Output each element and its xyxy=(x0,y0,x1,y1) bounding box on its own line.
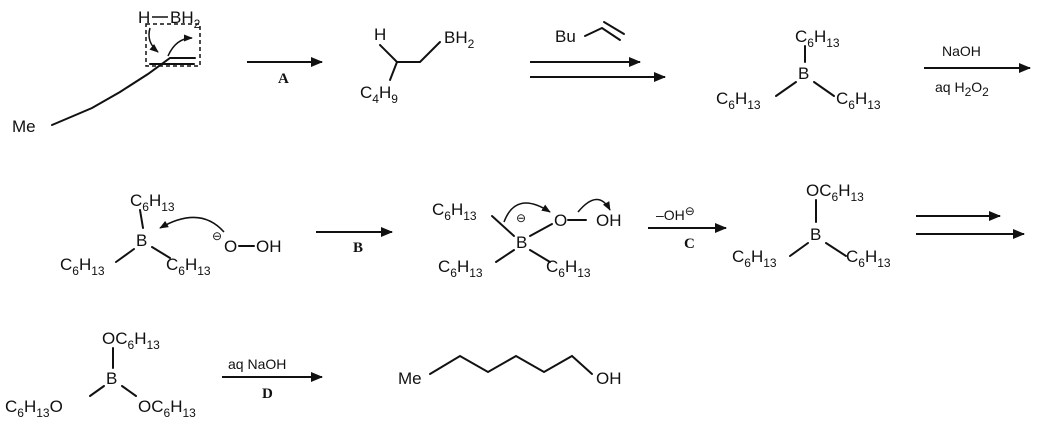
curved-arrow xyxy=(503,202,551,223)
curved-arrow xyxy=(159,216,225,233)
borate-complex: B ⊖ C6H13 C6H13 C6H13 O OH xyxy=(432,198,622,280)
svg-text:OC6H13: OC6H13 xyxy=(102,329,160,352)
svg-text:C6H13: C6H13 xyxy=(130,191,175,214)
hydrogen-label: H xyxy=(138,8,150,27)
svg-text:C6H13: C6H13 xyxy=(60,255,105,278)
svg-text:C6H13: C6H13 xyxy=(716,89,761,112)
curved-arrow xyxy=(167,34,193,57)
svg-text:Bu: Bu xyxy=(555,27,576,46)
svg-text:⊖: ⊖ xyxy=(516,211,526,225)
methyl-label: Me xyxy=(12,117,36,136)
borane-peroxide-attack: B C6H13 C6H13 C6H13 ⊖ O OH xyxy=(60,191,282,278)
svg-text:O: O xyxy=(224,237,237,256)
svg-text:B: B xyxy=(798,64,809,83)
svg-text:Me: Me xyxy=(398,369,422,388)
svg-text:C6H13: C6H13 xyxy=(432,200,477,223)
svg-text:B: B xyxy=(516,233,527,252)
svg-text:OC6H13: OC6H13 xyxy=(806,181,864,204)
reagent-aq-h2o2: aq H2O2 xyxy=(935,79,989,99)
trihexyl-borate: B OC6H13 C6H13O OC6H13 xyxy=(5,329,196,420)
curved-arrow xyxy=(577,198,611,213)
svg-text:OH: OH xyxy=(596,211,622,230)
svg-text:H: H xyxy=(374,25,386,44)
reagent-naoh: NaOH xyxy=(942,43,981,59)
alkylborane: H BH2 C4H9 xyxy=(360,25,475,106)
svg-text:B: B xyxy=(106,369,117,388)
svg-text:C6H13: C6H13 xyxy=(546,257,591,280)
svg-text:OH: OH xyxy=(596,369,622,388)
hexanol: Me OH xyxy=(398,354,622,388)
curved-arrow xyxy=(148,27,159,53)
borane-label: BH2 xyxy=(170,8,201,31)
svg-text:C6H13: C6H13 xyxy=(795,27,840,50)
hexene-borane-complex: Me H BH2 xyxy=(12,8,201,136)
svg-text:C4H9: C4H9 xyxy=(360,83,398,106)
svg-text:C6H13: C6H13 xyxy=(732,247,777,270)
svg-text:C6H13O: C6H13O xyxy=(5,397,63,420)
svg-text:B: B xyxy=(810,225,821,244)
reagent-minus-oh: –OH⊖ xyxy=(656,204,695,223)
svg-text:B: B xyxy=(136,231,147,250)
second-hydroboration: Bu xyxy=(530,21,666,82)
svg-text:OH: OH xyxy=(256,237,282,256)
svg-text:BH2: BH2 xyxy=(444,28,475,51)
label-a: A xyxy=(278,71,289,87)
svg-text:C6H13: C6H13 xyxy=(166,255,211,278)
label-b: B xyxy=(353,240,363,256)
label-d: D xyxy=(262,386,273,402)
svg-text:C6H13: C6H13 xyxy=(438,257,483,280)
trihexylborane: B C6H13 C6H13 C6H13 xyxy=(716,27,881,112)
svg-text:O: O xyxy=(554,211,567,230)
svg-text:OC6H13: OC6H13 xyxy=(138,397,196,420)
svg-text:C6H13: C6H13 xyxy=(846,247,891,270)
alkoxy-dihexylborane: B OC6H13 C6H13 C6H13 xyxy=(732,181,891,270)
reagent-aq-naoh: aq NaOH xyxy=(228,356,286,372)
svg-text:C6H13: C6H13 xyxy=(836,89,881,112)
svg-text:⊖: ⊖ xyxy=(212,229,222,243)
label-c: C xyxy=(684,236,695,252)
